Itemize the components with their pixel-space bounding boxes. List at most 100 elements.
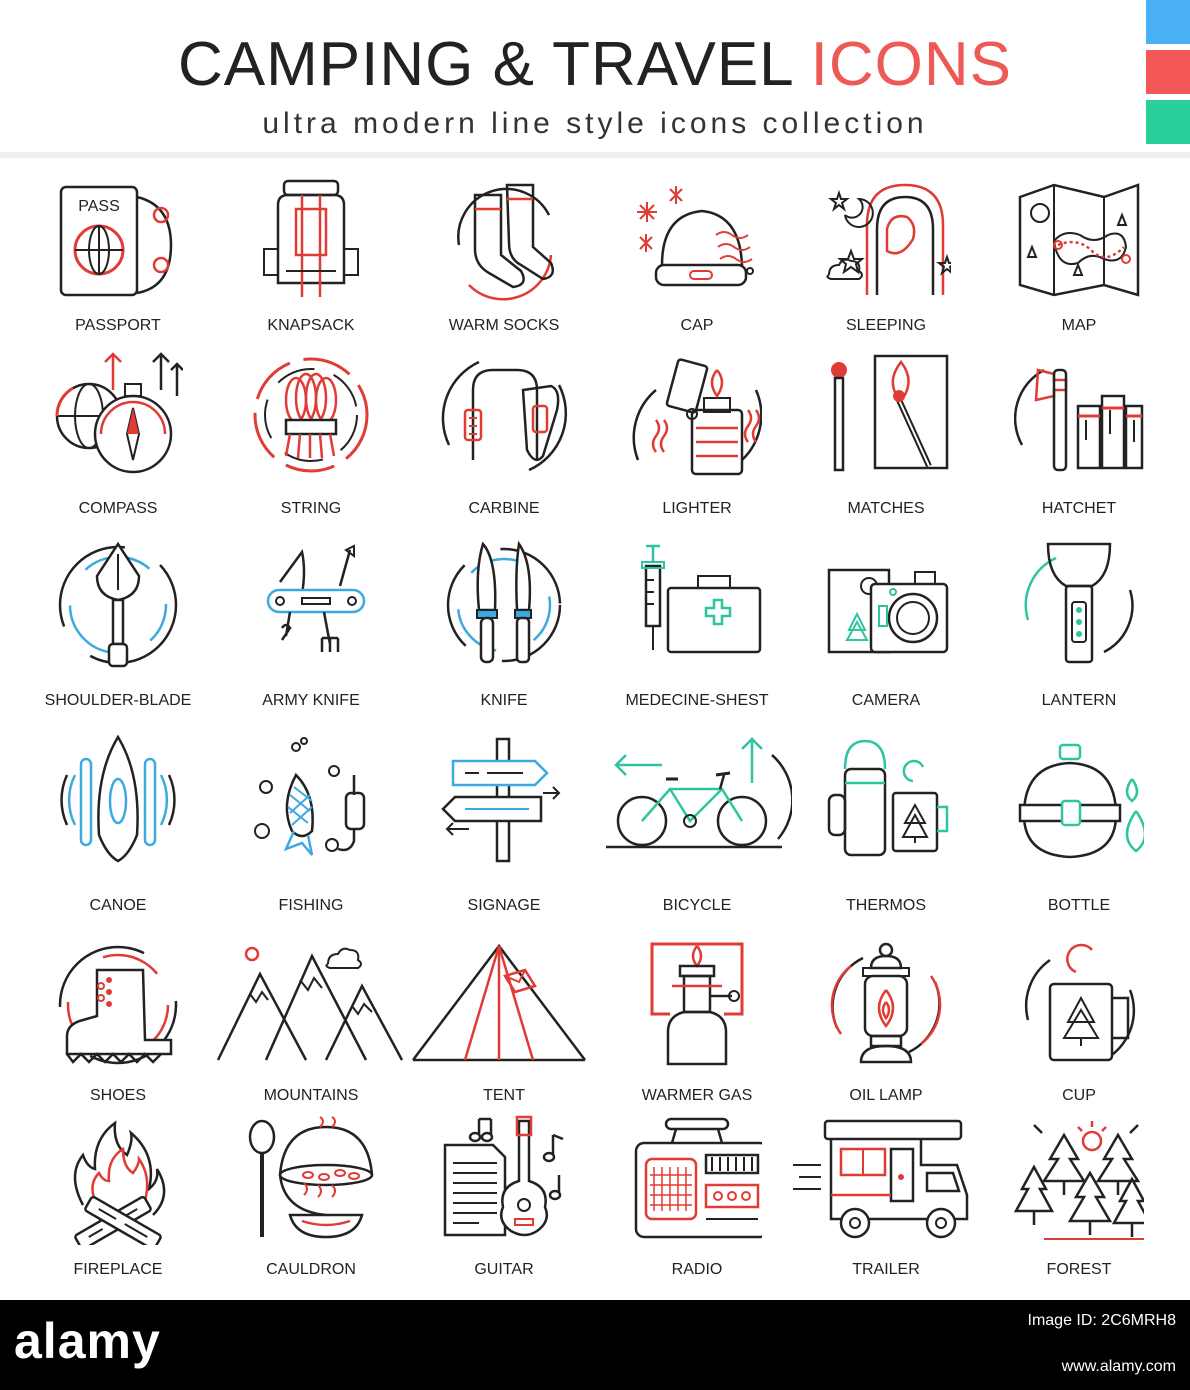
icon-tile: CUP	[984, 940, 1174, 1107]
icon-tile: LIGHTER	[602, 350, 792, 520]
icon-tile: SHOULDER-BLADE	[23, 540, 213, 712]
icon-label: LIGHTER	[662, 500, 732, 517]
passport-icon: PASS	[59, 185, 173, 297]
icon-tile: MEDECINE-SHEST	[602, 540, 792, 712]
icon-tile: THERMOS	[791, 735, 981, 917]
matches-icon	[831, 354, 949, 472]
icon-tile: ARMY KNIFE	[216, 540, 406, 712]
icon-tile: MOUNTAINS	[216, 940, 406, 1107]
medicine-chest-icon	[641, 544, 762, 654]
icon-tile: SLEEPING	[791, 175, 981, 337]
icon-tile: GUITAR	[409, 1115, 599, 1281]
icon-tile: FIREPLACE	[23, 1115, 213, 1281]
icon-label: TRAILER	[852, 1261, 920, 1278]
icon-label: ARMY KNIFE	[262, 692, 360, 709]
cauldron-icon	[248, 1116, 374, 1239]
camera-icon	[827, 568, 949, 654]
icon-tile: CAMERA	[791, 540, 981, 712]
trailer-icon	[793, 1119, 969, 1239]
red-swatch	[1146, 50, 1190, 94]
icon-tile: CAP	[602, 175, 792, 337]
icon-tile: OIL LAMP	[791, 940, 981, 1107]
compass-icon	[55, 352, 183, 474]
icon-label: RADIO	[671, 1261, 723, 1278]
fireplace-icon	[73, 1120, 166, 1245]
footer-bar: alamy Image ID: 2C6MRH8 www.alamy.com	[0, 1300, 1190, 1390]
tent-icon	[412, 943, 586, 1062]
army-knife-icon	[266, 544, 366, 652]
icon-label: FOREST	[1046, 1261, 1112, 1278]
warm-socks-icon	[457, 183, 554, 301]
color-swatches	[1146, 0, 1190, 150]
icon-label: THERMOS	[846, 897, 926, 914]
icon-label: GUITAR	[474, 1261, 534, 1278]
canoe-icon	[60, 735, 176, 863]
icon-label: CAMERA	[851, 692, 921, 709]
icon-label: CANOE	[89, 897, 147, 914]
blue-swatch	[1146, 0, 1190, 44]
icon-label: MEDECINE-SHEST	[625, 692, 769, 709]
icon-label: BOTTLE	[1047, 897, 1111, 914]
icon-tile: CAULDRON	[216, 1115, 406, 1281]
icon-label: SLEEPING	[845, 317, 927, 334]
shoes-icon	[58, 945, 178, 1065]
icon-tile: WARM SOCKS	[409, 175, 599, 337]
title-main: CAMPING & TRAVEL	[178, 30, 793, 99]
image-id: Image ID: 2C6MRH8	[1027, 1312, 1177, 1329]
bicycle-icon	[606, 737, 792, 849]
icon-tile: CANOE	[23, 735, 213, 917]
forest-icon	[1014, 1121, 1144, 1240]
icon-label: KNAPSACK	[267, 317, 355, 334]
icon-tile: KNIFE	[409, 540, 599, 712]
icon-label: COMPASS	[78, 500, 158, 517]
icon-label: BICYCLE	[662, 897, 732, 914]
page-title: CAMPING & TRAVEL ICONS	[0, 30, 1190, 100]
icon-label: MAP	[1061, 317, 1097, 334]
icon-tile: PASS PASSPORT	[23, 175, 213, 337]
icon-tile: CARBINE	[409, 350, 599, 520]
icon-label: SHOES	[89, 1087, 146, 1104]
icon-tile: SIGNAGE	[409, 735, 599, 917]
icon-tile: RADIO	[602, 1115, 792, 1281]
icon-label: MOUNTAINS	[263, 1087, 359, 1104]
icon-tile: BICYCLE	[602, 735, 792, 917]
bottle-icon	[1018, 743, 1144, 859]
map-icon	[1018, 183, 1140, 297]
carbine-icon	[441, 360, 568, 472]
icon-tile: MAP	[984, 175, 1174, 337]
icon-label: OIL LAMP	[849, 1087, 923, 1104]
icon-tile: LANTERN	[984, 540, 1174, 712]
icon-tile: SHOES	[23, 940, 213, 1107]
sleeping-bag-icon	[826, 183, 951, 295]
icon-tile: FISHING	[216, 735, 406, 917]
icon-label: TENT	[483, 1087, 525, 1104]
icon-label: WARMER GAS	[641, 1087, 753, 1104]
passport-label: PASS	[78, 198, 120, 215]
thermos-icon	[827, 739, 949, 857]
string-icon	[253, 357, 369, 473]
icon-label: FISHING	[278, 897, 344, 914]
green-swatch	[1146, 100, 1190, 144]
icon-label: HATCHET	[1041, 500, 1117, 517]
icon-label: CAP	[680, 317, 714, 334]
mountains-icon	[216, 946, 404, 1061]
icon-tile: TRAILER	[791, 1115, 981, 1281]
gas-burner-icon	[650, 942, 744, 1066]
guitar-icon	[443, 1115, 564, 1237]
icon-label: CAULDRON	[266, 1261, 356, 1278]
cap-icon	[637, 186, 754, 287]
hatchet-icon	[1014, 368, 1144, 472]
cup-icon	[1024, 943, 1136, 1062]
lighter-icon	[632, 358, 762, 476]
icon-tile: COMPASS	[23, 350, 213, 520]
knapsack-icon	[263, 179, 359, 297]
icon-label: LANTERN	[1041, 692, 1117, 709]
icon-tile: TENT	[409, 940, 599, 1107]
icon-tile: STRING	[216, 350, 406, 520]
icon-tile: KNAPSACK	[216, 175, 406, 337]
icon-tile: WARMER GAS	[602, 940, 792, 1107]
header-divider	[0, 152, 1190, 158]
site-url: www.alamy.com	[1061, 1358, 1176, 1375]
oil-lamp-icon	[830, 942, 942, 1064]
icon-label: WARM SOCKS	[448, 317, 560, 334]
